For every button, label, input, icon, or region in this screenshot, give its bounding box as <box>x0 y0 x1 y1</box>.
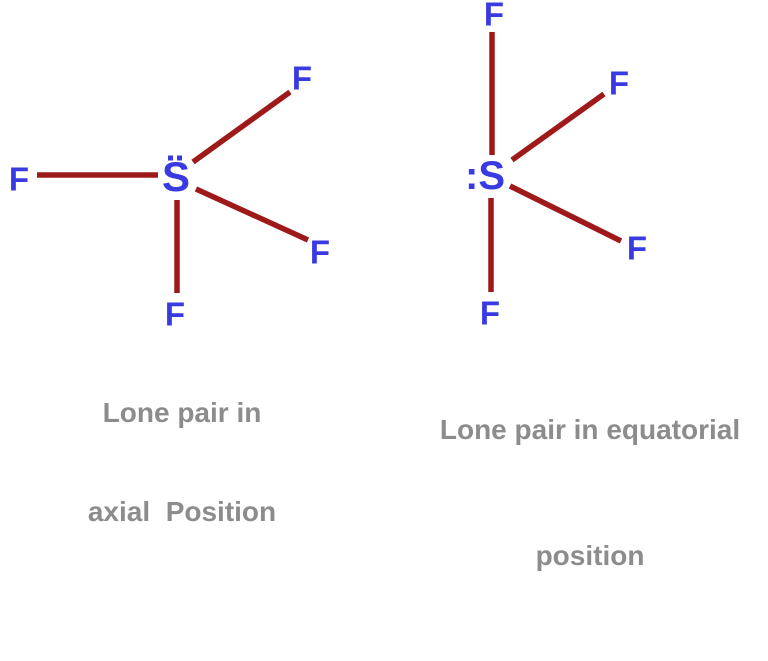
caption-line-2: axial Position <box>87 496 277 527</box>
bond-axial-upper-right <box>191 89 292 165</box>
fluorine-axial-upper-right: F <box>291 59 313 97</box>
lone-pair-dot <box>177 155 182 161</box>
sulfur-atom-axial: S <box>161 153 191 200</box>
sulfur-atom-equatorial: :S <box>465 154 505 198</box>
fluorine-equatorial-lower-right: F <box>626 229 648 267</box>
fluorine-axial-left: F <box>8 160 30 198</box>
caption-line-2: position <box>535 540 645 571</box>
fluorine-axial-lower-right: F <box>309 233 331 271</box>
caption-lone-pair-axial: Lone pair in axial Position <box>32 330 332 594</box>
bond-equatorial-lower-right <box>508 183 623 244</box>
lone-pair-dots-icon <box>168 155 182 161</box>
bond-equatorial-upper-right <box>510 91 606 163</box>
fluorine-axial-bottom: F <box>164 295 186 333</box>
fluorine-equatorial-upper-right: F <box>608 64 630 102</box>
caption-line-1: Lone pair in equatorial <box>439 414 741 445</box>
caption-line-1: Lone pair in <box>102 397 262 428</box>
caption-lone-pair-equatorial: Lone pair in equatorial position <box>420 325 760 661</box>
bonds-layer <box>37 32 623 293</box>
sf4-lewis-structures-diagram: S F F F F Lone pair in axial Position :S… <box>8 0 741 571</box>
lone-pair-dot <box>168 155 173 161</box>
bond-axial-lower-right <box>194 186 310 243</box>
fluorine-equatorial-bottom: F <box>479 294 501 332</box>
fluorine-equatorial-top: F <box>483 0 505 33</box>
